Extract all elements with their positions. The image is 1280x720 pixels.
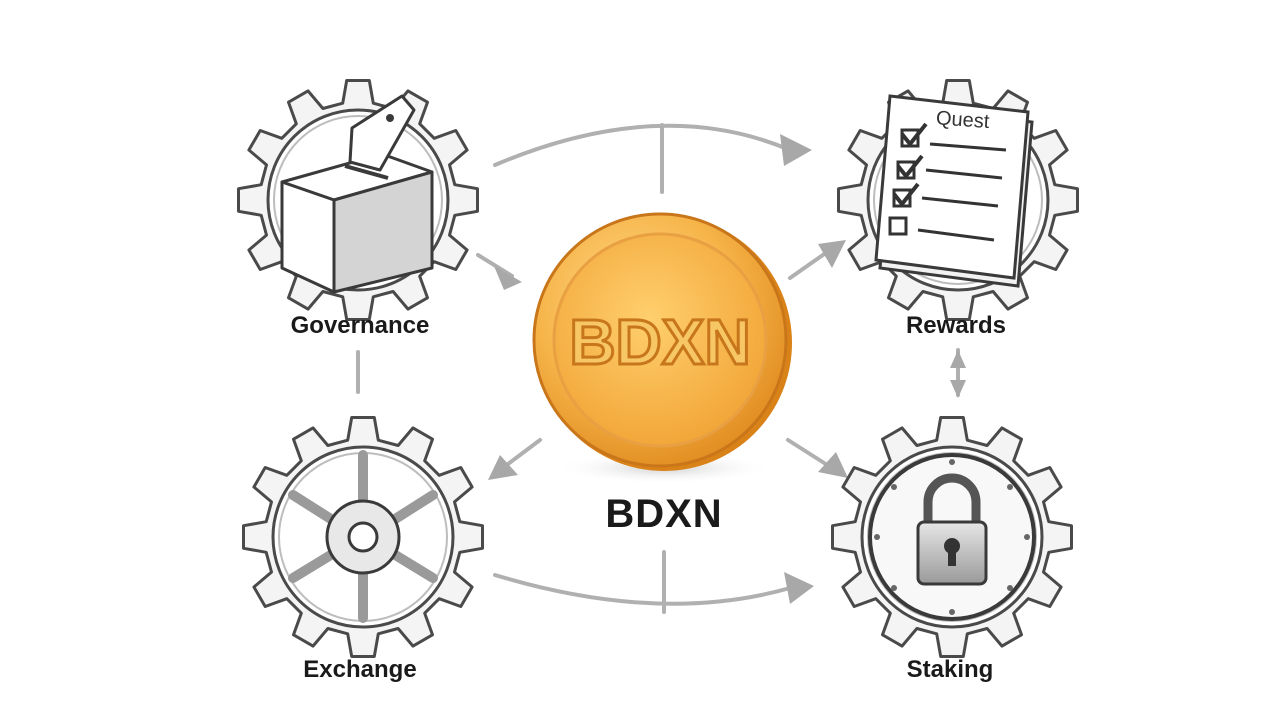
arrowhead-double-down: [950, 380, 966, 398]
arrowhead-governance: [494, 266, 522, 290]
rewards-label: Rewards: [905, 312, 1007, 339]
arrow-coin-to-staking: [786, 438, 834, 470]
exchange-label: Exchange: [303, 656, 417, 683]
quest-title: Quest: [935, 107, 990, 133]
arrow-top-curve: [493, 123, 792, 167]
ballot-box-icon: [280, 94, 434, 294]
arrowhead-bottom: [784, 572, 814, 604]
quest-checklist-icon: Quest: [874, 94, 1034, 288]
governance-label: Governance: [290, 312, 430, 339]
coin-text: BDXN: [569, 306, 750, 378]
arrowhead-top: [780, 134, 812, 166]
bdxn-coin: BDXN: [532, 212, 792, 484]
staking-label: Staking: [906, 656, 994, 683]
arrowhead-exchange: [488, 455, 518, 480]
arrow-coin-to-rewards: [788, 248, 832, 280]
arrowhead-double-up: [950, 350, 966, 368]
padlock-icon: [868, 453, 1036, 621]
dial-rivets: [874, 459, 1030, 615]
arrow-bottom-curve: [493, 573, 792, 606]
exchange-wheel-icon: [288, 450, 438, 623]
arrow-governance-to-coin: [476, 253, 514, 278]
arrowhead-staking: [818, 452, 848, 478]
center-token-caption: BDXN: [605, 492, 723, 536]
arrowhead-rewards: [818, 240, 846, 268]
arrow-heads: [488, 134, 966, 604]
